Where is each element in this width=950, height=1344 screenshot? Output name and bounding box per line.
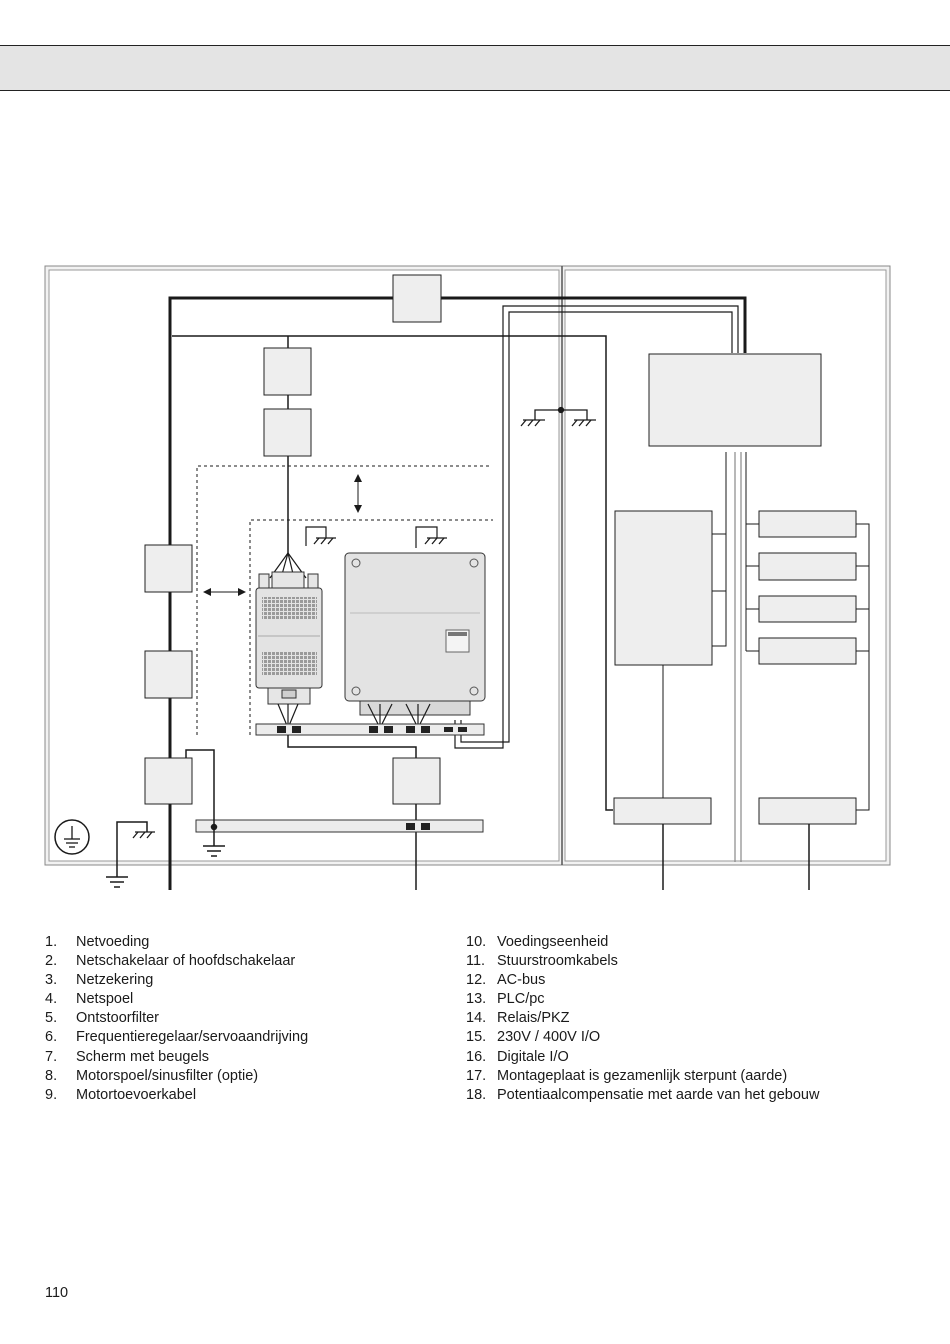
legend-item: 6.Frequentieregelaar/servoaandrijving xyxy=(45,1029,309,1046)
emc-filter-device xyxy=(255,526,327,729)
legend-item: 2.Netschakelaar of hoofdschakelaar xyxy=(45,953,296,970)
distance-arrows xyxy=(203,474,362,596)
page-number: 110 xyxy=(45,1285,69,1301)
divider-ground-symbols xyxy=(520,406,596,427)
screening-zone-lines xyxy=(196,465,493,735)
legend-item: 9.Motortoevoerkabel xyxy=(45,1086,197,1103)
cabinet-wiring-diagram xyxy=(44,265,891,890)
motor-supply-cable xyxy=(287,735,417,890)
legend-item: 10.Voedingseenheid xyxy=(466,934,609,950)
legend-item: 7.Scherm met beugels xyxy=(45,1048,209,1065)
left-column-components xyxy=(144,544,193,805)
frequency-inverter-device xyxy=(344,526,486,729)
legend-item: 13.PLC/pc xyxy=(466,991,545,1008)
mains-fuse-and-reactor-chain xyxy=(263,347,312,555)
legend-list-right: 10.Voedingseenheid 11.Stuurstroomkabels … xyxy=(466,933,819,1105)
legend-item: 14.Relais/PKZ xyxy=(466,1010,570,1027)
chassis-ground-symbols xyxy=(132,537,447,839)
legend-item: 5.Ontstoorfilter xyxy=(45,1010,159,1027)
legend-item: 16.Digitale I/O xyxy=(466,1048,569,1065)
earth-symbol-icon xyxy=(54,819,90,855)
legend-item: 4.Netspoel xyxy=(45,991,134,1008)
legend-item: 17.Montageplaat is gezamenlijk sterpunt … xyxy=(466,1067,788,1084)
legend-item: 11.Stuurstroomkabels xyxy=(466,953,618,970)
header-band xyxy=(0,45,950,91)
main-switch-box xyxy=(392,274,442,323)
legend-list-left: 1.Netvoeding 2.Netschakelaar of hoofdsch… xyxy=(45,933,308,1105)
control-current-cables xyxy=(454,305,742,862)
building-earth-ground xyxy=(106,821,148,888)
legend-item: 3.Netzekering xyxy=(45,972,154,989)
motor-reactor-box xyxy=(392,757,441,805)
legend-item: 18.Potentiaalcompensatie met aarde van h… xyxy=(466,1086,820,1103)
control-section-components xyxy=(613,353,870,890)
legend-item: 1.Netvoeding xyxy=(45,934,150,950)
earth-bus-bar xyxy=(195,819,484,833)
legend-item: 15.230V / 400V I/O xyxy=(466,1029,601,1046)
mains-supply-bus xyxy=(168,296,747,890)
shield-clamp-rail xyxy=(255,723,485,736)
protective-earth-wiring xyxy=(185,749,225,857)
legend-item: 8.Motorspoel/sinusfilter (optie) xyxy=(45,1067,259,1084)
legend-item: 12.AC-bus xyxy=(466,972,546,989)
